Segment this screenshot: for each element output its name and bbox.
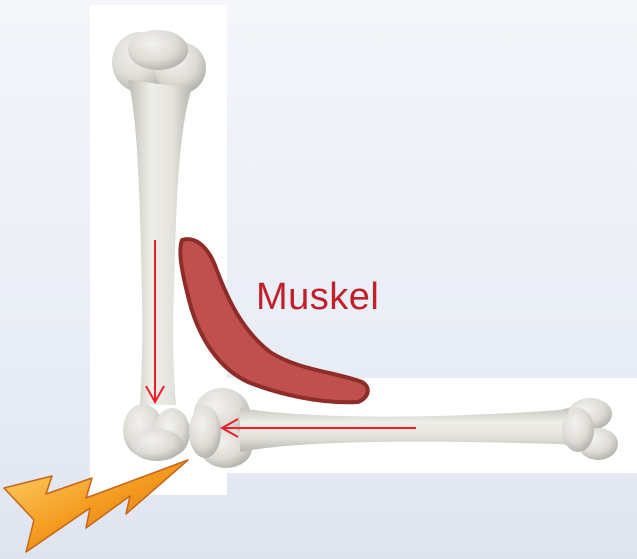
muscle-icon: [180, 239, 367, 402]
muscle-label: Muskel: [256, 276, 379, 319]
lightning-bolt-icon: [4, 460, 188, 552]
